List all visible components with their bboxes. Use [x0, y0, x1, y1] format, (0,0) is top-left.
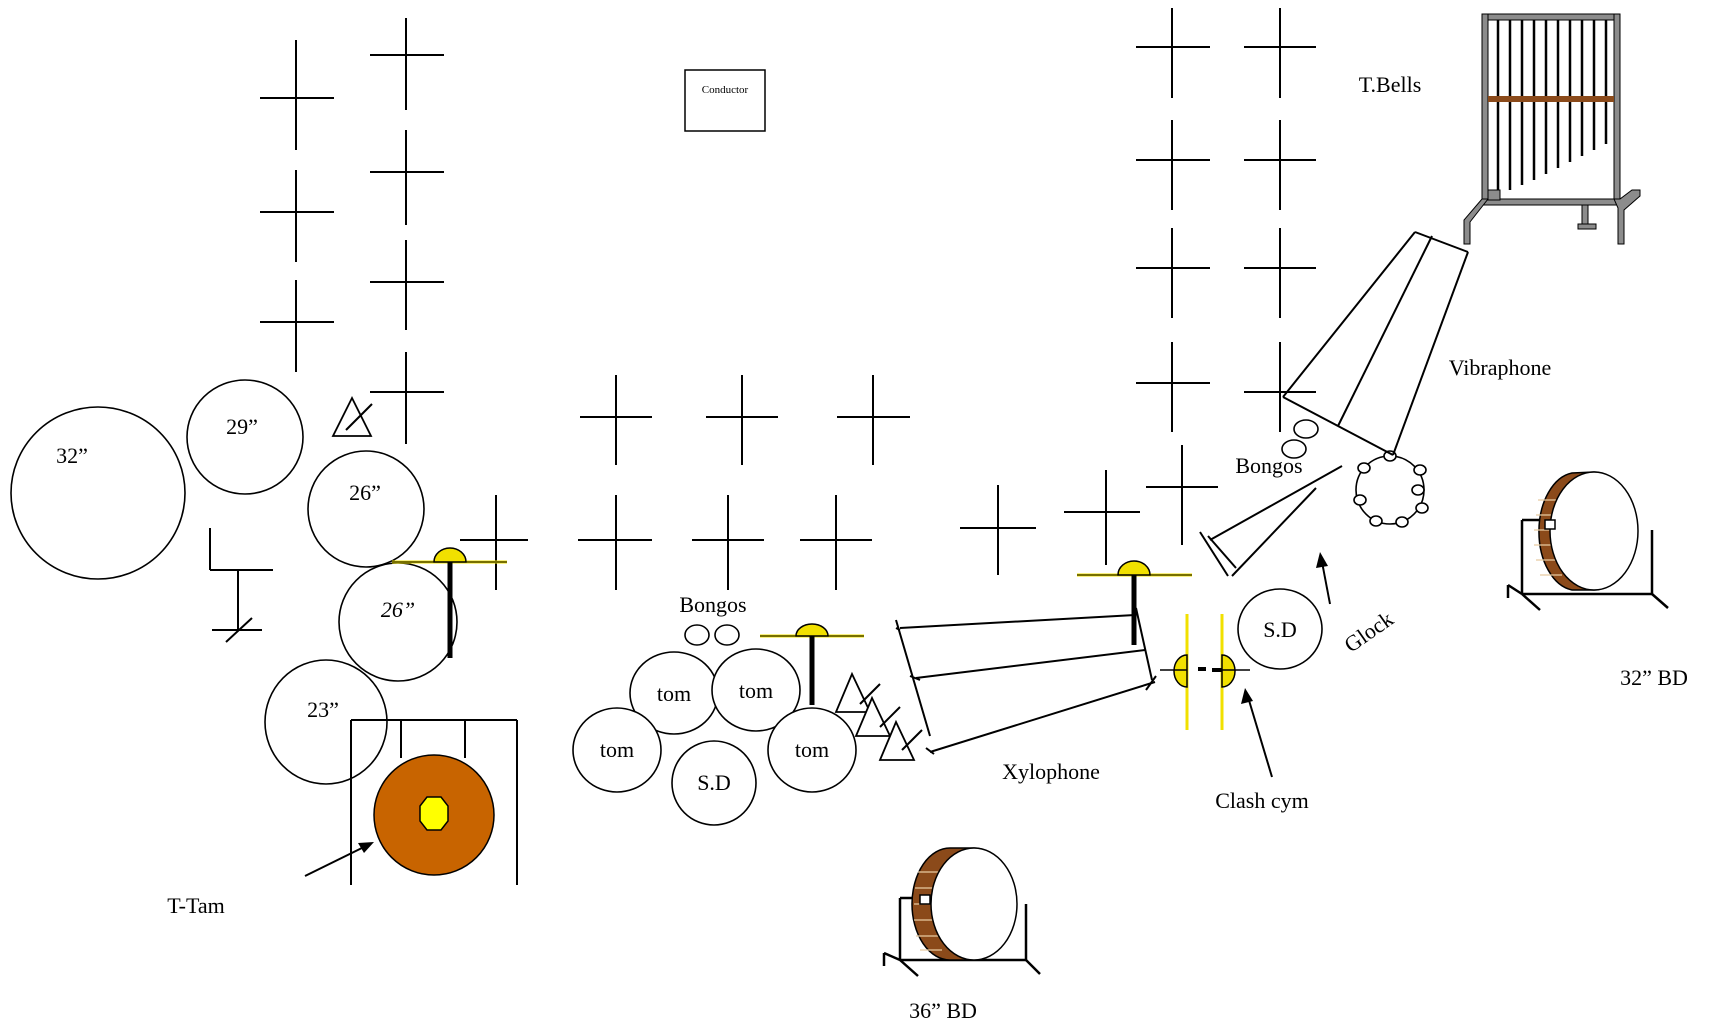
player-position: [580, 375, 652, 465]
player-position: [960, 485, 1036, 575]
tam-tam-boss: [419, 796, 449, 831]
suspended-cymbal-drumset: [760, 623, 864, 705]
timpani-23: [264, 659, 388, 785]
glockenspiel: [1199, 465, 1343, 577]
tom-4-label: tom: [795, 737, 829, 762]
suspended-cymbal-right: [1077, 560, 1192, 645]
bass-drum-36-label: 36” BD: [909, 998, 977, 1023]
player-position: [260, 280, 334, 372]
conductor-box: Conductor: [684, 69, 766, 132]
player-position: [1244, 228, 1316, 318]
timpani-32: [10, 406, 186, 580]
clash-cym-label: Clash cym: [1215, 788, 1309, 813]
arrow-icon: [304, 842, 374, 877]
tom-3: [572, 707, 662, 793]
snare-drum-right-label: S.D: [1263, 617, 1297, 642]
bass-drum-32-label: 32” BD: [1620, 665, 1688, 690]
bass-drum-36: [882, 847, 1041, 977]
player-position: [837, 375, 910, 465]
tom-3-label: tom: [600, 737, 634, 762]
player-position: [1136, 228, 1210, 318]
clash-cymbals: [1160, 614, 1250, 730]
player-position: [1136, 8, 1210, 98]
bongos-right: [1281, 419, 1319, 459]
tam-tam: [350, 719, 518, 885]
suspended-cymbal-left: [392, 547, 507, 658]
bongos-right-label: Bongos: [1235, 453, 1302, 478]
player-position: [370, 18, 444, 110]
tubular-bells-label: T.Bells: [1359, 72, 1422, 97]
timpani-26b-label: 26”: [381, 597, 415, 622]
player-position: [1244, 120, 1316, 210]
chair-icon: [209, 528, 273, 643]
timpani-29-label: 29”: [226, 414, 258, 439]
timpani-26a-label: 26”: [349, 480, 381, 505]
snare-drum-left: [671, 740, 757, 826]
tam-tam-label: T-Tam: [167, 893, 225, 918]
player-position: [260, 170, 334, 262]
player-position: [260, 40, 334, 150]
snare-drum-left-label: S.D: [697, 770, 731, 795]
timpani-32-label: 32”: [56, 443, 88, 468]
tambourine: [1353, 450, 1429, 528]
timpani-29: [186, 379, 304, 495]
arrow-icon: [1316, 552, 1331, 605]
player-positions: [260, 8, 1316, 590]
tom-4: [767, 707, 857, 793]
tom-1-label: tom: [657, 681, 691, 706]
tom-2-label: tom: [739, 678, 773, 703]
player-position: [1136, 342, 1210, 432]
xylophone-label: Xylophone: [1002, 759, 1100, 784]
player-position: [1136, 120, 1210, 210]
player-position: [1146, 445, 1218, 545]
xylophone: [895, 607, 1157, 755]
triangle-icon: [331, 395, 373, 437]
player-position: [370, 352, 444, 444]
player-position: [1244, 8, 1316, 98]
timpani: 32” 29” 26” 26” 23”: [10, 379, 458, 785]
timpani-26a: [307, 450, 425, 568]
player-position: [706, 375, 778, 465]
tom-2: [711, 648, 801, 732]
timpani-23-label: 23”: [307, 697, 339, 722]
vibraphone: [1282, 231, 1469, 456]
triangles: [834, 671, 923, 761]
conductor-label: Conductor: [702, 84, 749, 96]
arrow-icon: [1241, 688, 1273, 778]
player-position: [1244, 342, 1316, 432]
player-position: [370, 130, 444, 225]
timpani-26b: [338, 562, 458, 682]
bass-drum-32: [1506, 471, 1669, 611]
bongos-left: [684, 624, 740, 646]
player-position: [800, 495, 872, 590]
glock-label: Glock: [1339, 606, 1397, 657]
player-position: [578, 495, 652, 590]
player-position: [1064, 470, 1140, 565]
snare-drum-right: [1237, 588, 1323, 670]
bongos-left-label: Bongos: [679, 592, 746, 617]
player-position: [692, 495, 764, 590]
vibraphone-label: Vibraphone: [1449, 355, 1552, 380]
player-position: [370, 240, 444, 330]
tubular-bells: [1463, 13, 1641, 245]
player-position: [460, 495, 528, 590]
